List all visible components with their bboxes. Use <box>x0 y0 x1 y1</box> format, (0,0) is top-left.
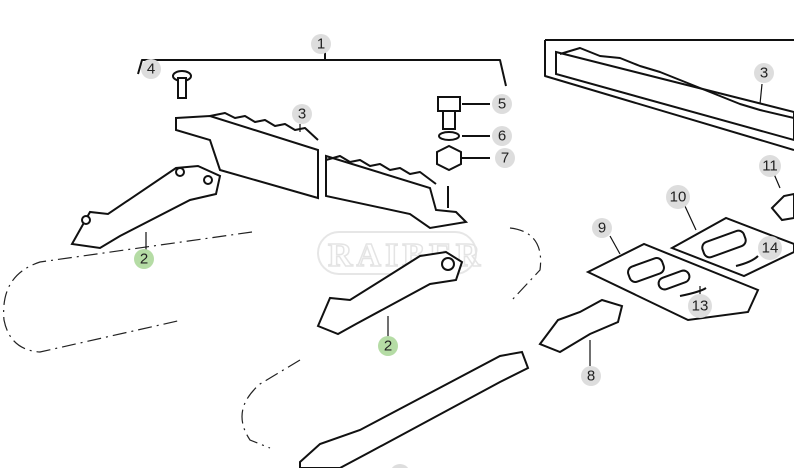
svg-text:8: 8 <box>587 368 595 385</box>
assembly-bracket <box>137 59 507 87</box>
knife-bar-left <box>175 114 319 200</box>
callout-13[interactable]: 13 <box>688 294 712 318</box>
svg-text:2: 2 <box>384 338 392 355</box>
svg-text:3: 3 <box>298 106 306 123</box>
callout-4[interactable]: 4 <box>141 59 161 79</box>
chain-bottom <box>299 350 530 468</box>
bolt-part <box>436 96 462 172</box>
svg-text:13: 13 <box>692 298 709 315</box>
callout-3-right[interactable]: 3 <box>754 63 774 83</box>
callout-6[interactable]: 6 <box>492 126 512 146</box>
callout-1[interactable]: 1 <box>311 34 331 54</box>
callout-11[interactable]: 11 <box>759 155 781 177</box>
chain-loop-left <box>3 231 253 353</box>
svg-text:7: 7 <box>501 150 509 167</box>
svg-text:4: 4 <box>147 61 155 78</box>
chain-link-11 <box>770 192 794 222</box>
chain-center <box>316 250 464 336</box>
svg-text:5: 5 <box>498 96 506 113</box>
svg-text:10: 10 <box>670 189 687 206</box>
callout-3-left[interactable]: 3 <box>292 104 312 124</box>
svg-text:3: 3 <box>760 65 768 82</box>
callout-14[interactable]: 14 <box>758 236 782 260</box>
callout-2-left[interactable]: 2 <box>134 249 154 269</box>
svg-text:1: 1 <box>317 36 325 53</box>
svg-text:14: 14 <box>762 240 779 257</box>
svg-text:2: 2 <box>140 251 148 268</box>
svg-text:6: 6 <box>498 128 506 145</box>
chain-left <box>70 164 222 250</box>
callout-9[interactable]: 9 <box>592 218 612 238</box>
callout-5[interactable]: 5 <box>492 94 512 114</box>
callout-7[interactable]: 7 <box>495 148 515 168</box>
callout-partial-bottom <box>392 464 408 468</box>
callout-8[interactable]: 8 <box>581 366 601 386</box>
callout-2-center[interactable]: 2 <box>378 336 398 356</box>
callout-10[interactable]: 10 <box>666 185 690 209</box>
chain-link-8 <box>538 298 624 354</box>
svg-text:9: 9 <box>598 220 606 237</box>
chain-loop-center <box>241 227 542 449</box>
pin-part <box>172 70 192 99</box>
svg-text:11: 11 <box>762 158 778 175</box>
